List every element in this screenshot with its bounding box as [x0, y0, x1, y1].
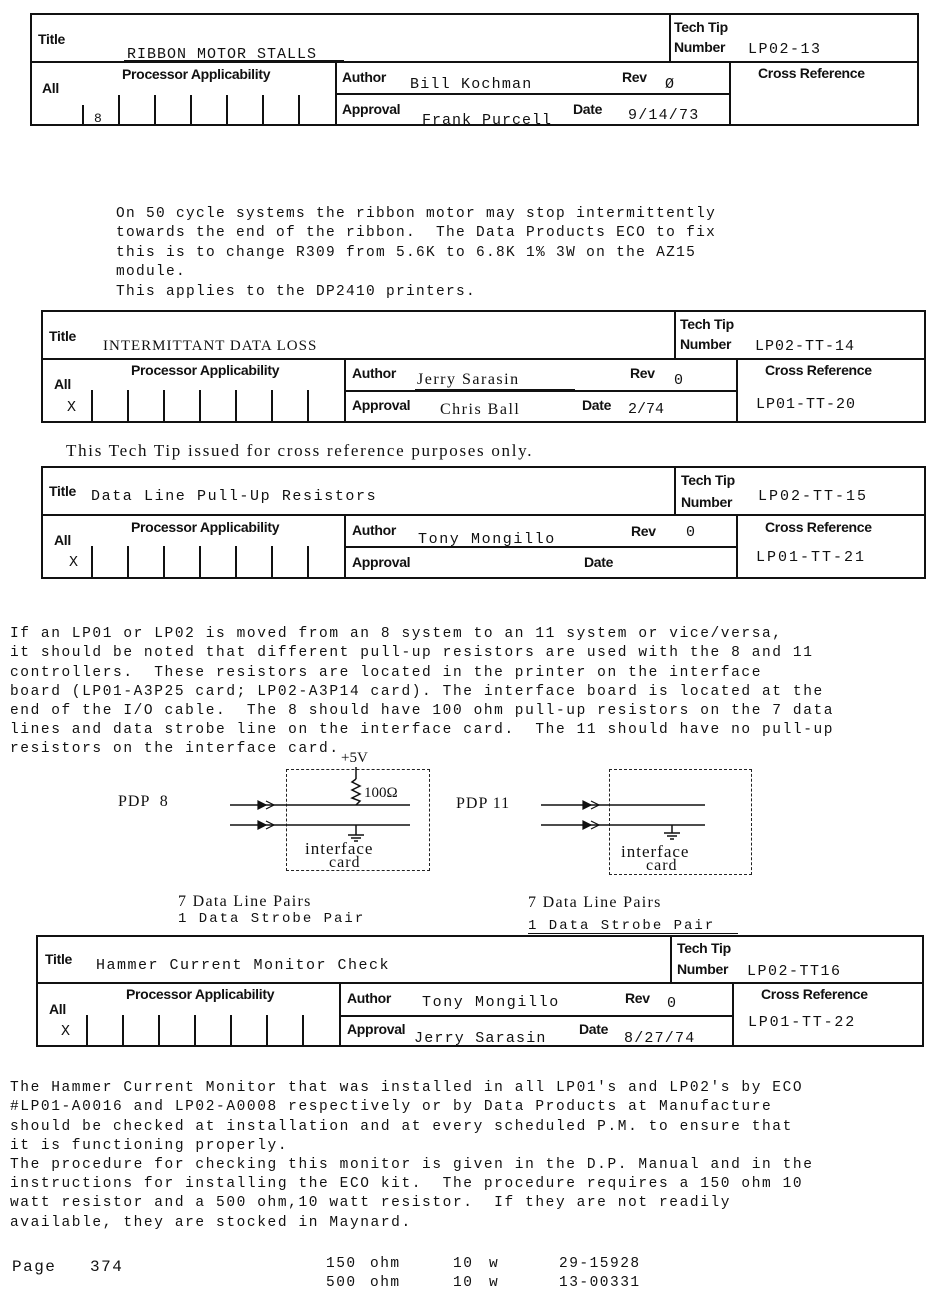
page-label: Page	[12, 1258, 57, 1276]
approval-label: Approval	[352, 554, 411, 570]
left-pairs-1: 7 Data Line Pairs	[178, 893, 312, 910]
card-label-1: interface	[621, 842, 690, 861]
tip3-body: If an LP01 or LP02 is moved from an 8 sy…	[10, 626, 835, 758]
tip1-body: On 50 cycle systems the ribbon motor may…	[116, 205, 717, 300]
diagram-wiring	[230, 767, 705, 842]
title-label: Title	[49, 328, 77, 344]
cross-reference-value: LP01-TT-20	[756, 396, 857, 413]
right-pairs-1: 7 Data Line Pairs	[528, 894, 662, 911]
tech-tip-label: Tech Tip	[681, 472, 735, 488]
page-number: 374	[90, 1258, 124, 1276]
card-label-2: card	[646, 857, 678, 874]
processor-applicability-label: Processor Applicability	[131, 519, 280, 535]
approval-label: Approval	[347, 1021, 406, 1037]
author-value: Jerry Sarasin	[417, 371, 520, 388]
parts-table: 150 ohm 10 w 29-15928 500 ohm 10 w 13-00…	[326, 1255, 666, 1293]
tip-title: Data Line Pull-Up Resistors	[91, 488, 378, 505]
tip4-body: The Hammer Current Monitor that was inst…	[10, 1080, 814, 1231]
processor-applicability-label: Processor Applicability	[122, 66, 271, 82]
tech-tip-header-4: Title Hammer Current Monitor Check Tech …	[36, 935, 924, 1047]
approval-value: Jerry Sarasin	[414, 1030, 547, 1047]
date-value: 9/14/73	[628, 107, 700, 124]
cross-reference-value: LP01-TT-22	[748, 1014, 857, 1031]
approval-label: Approval	[352, 397, 411, 413]
right-pairs-2: 1 Data Strobe Pair	[528, 918, 716, 934]
all-label: All	[42, 80, 59, 96]
approval-value: Frank Purcell	[422, 112, 553, 129]
number-label: Number	[674, 39, 726, 55]
tech-tip-label: Tech Tip	[680, 316, 734, 332]
author-value: Bill Kochman	[410, 76, 533, 93]
all-label: All	[49, 1001, 66, 1017]
tech-tip-header-1: Title RIBBON MOTOR STALLS Tech Tip Numbe…	[30, 13, 919, 129]
processor-applicability-label: Processor Applicability	[131, 362, 280, 378]
card-label-2: card	[329, 854, 361, 871]
author-value: Tony Mongillo	[422, 994, 560, 1011]
date-value: 8/27/74	[624, 1030, 696, 1047]
date-label: Date	[584, 554, 614, 570]
tech-tip-label: Tech Tip	[674, 19, 728, 35]
tip-title: INTERMITTANT DATA LOSS	[103, 338, 318, 354]
tech-tip-header-2: Title INTERMITTANT DATA LOSS Tech Tip Nu…	[41, 310, 926, 423]
parts-row: 150 ohm 10 w 29-15928	[326, 1256, 641, 1272]
all-mark: X	[61, 1023, 71, 1040]
rev-label: Rev	[630, 365, 655, 381]
cross-reference-value: LP01-TT-21	[756, 549, 867, 566]
rev-label: Rev	[625, 990, 650, 1006]
approval-label: Approval	[342, 101, 401, 117]
rev-value: Ø	[665, 76, 675, 93]
tip-title: Hammer Current Monitor Check	[96, 957, 391, 974]
approval-value: Chris Ball	[440, 401, 521, 418]
rev-label: Rev	[631, 523, 656, 539]
all-mark: X	[69, 554, 79, 571]
author-label: Author	[352, 522, 397, 538]
cross-reference-label: Cross Reference	[758, 65, 865, 81]
author-label: Author	[352, 365, 397, 381]
tip-number: LP02-TT16	[747, 963, 842, 980]
date-value: 2/74	[628, 401, 665, 418]
rev-value: 0	[686, 524, 696, 541]
pdp11-label: PDP 11	[456, 795, 511, 812]
tech-tip-label: Tech Tip	[677, 940, 731, 956]
tip-number: LP02-13	[748, 41, 822, 58]
processor-mark: 8	[94, 111, 102, 126]
processor-applicability-label: Processor Applicability	[126, 986, 275, 1002]
rev-label: Rev	[622, 69, 647, 85]
all-label: All	[54, 532, 71, 548]
cross-reference-label: Cross Reference	[765, 519, 872, 535]
card-label-1: interface	[305, 839, 374, 858]
pdp11-interface-card	[609, 769, 752, 875]
pull-up-diagram: PDP 8 PDP 11 +5V 100Ω interface card int…	[0, 745, 952, 935]
tip-title: RIBBON MOTOR STALLS	[127, 46, 318, 63]
date-label: Date	[582, 397, 612, 413]
title-label: Title	[38, 31, 66, 47]
rev-value: 0	[667, 995, 677, 1012]
pdp8-interface-card	[286, 769, 430, 871]
number-label: Number	[677, 961, 729, 977]
tip2-body: This Tech Tip issued for cross reference…	[66, 441, 534, 460]
all-mark: X	[67, 399, 77, 416]
tip-number: LP02-TT-14	[755, 338, 856, 355]
number-label: Number	[681, 494, 733, 510]
all-label: All	[54, 376, 71, 392]
resistor-label: 100Ω	[364, 785, 398, 801]
cross-reference-label: Cross Reference	[761, 986, 868, 1002]
date-label: Date	[573, 101, 603, 117]
title-label: Title	[49, 483, 77, 499]
author-label: Author	[347, 990, 392, 1006]
pdp8-label: PDP 8	[118, 793, 169, 810]
tech-tip-header-3: Title Data Line Pull-Up Resistors Tech T…	[41, 466, 926, 579]
parts-row: 500 ohm 10 w 13-00331	[326, 1275, 641, 1291]
author-label: Author	[342, 69, 387, 85]
rev-value: 0	[674, 372, 684, 389]
author-value: Tony Mongillo	[418, 531, 556, 548]
cross-reference-label: Cross Reference	[765, 362, 872, 378]
number-label: Number	[680, 336, 732, 352]
voltage-label: +5V	[341, 750, 368, 766]
date-label: Date	[579, 1021, 609, 1037]
tip-number: LP02-TT-15	[758, 488, 869, 505]
left-pairs-2: 1 Data Strobe Pair	[178, 911, 366, 927]
title-label: Title	[45, 951, 73, 967]
